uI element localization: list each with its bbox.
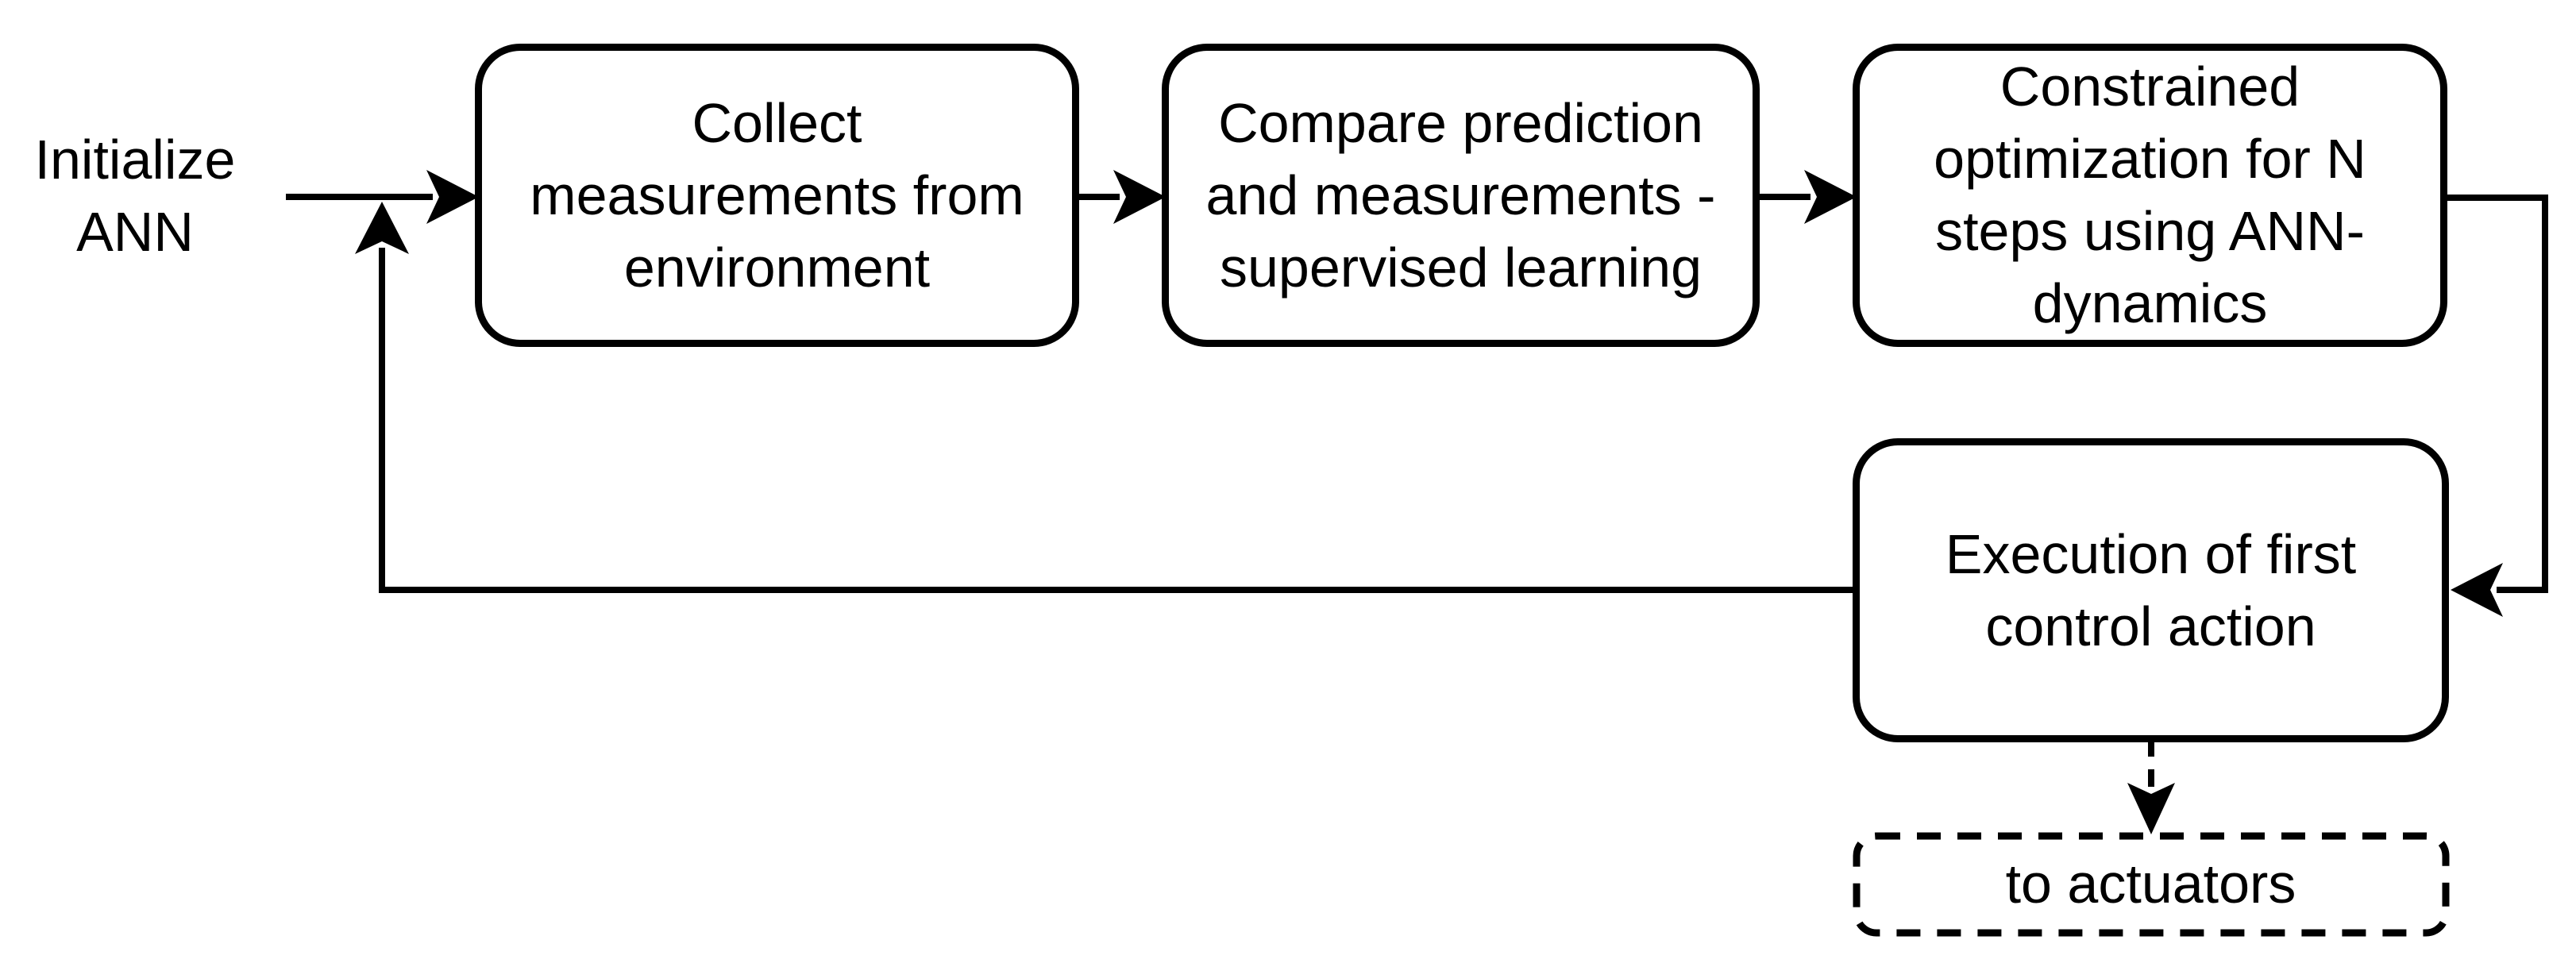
arrowhead-right-icon xyxy=(1804,170,1857,224)
arrow-collect-to-compare xyxy=(1076,170,1166,224)
node-compare-prediction: Compare prediction and measurements - su… xyxy=(1162,44,1760,347)
arrowhead-up-icon xyxy=(355,202,409,254)
node-execution-control-action: Execution of first control action xyxy=(1853,438,2449,742)
node-constrained-optimization: Constrained optimization for N steps usi… xyxy=(1853,44,2447,347)
arrowhead-down-icon xyxy=(2127,783,2175,834)
arrowhead-right-icon xyxy=(1113,170,1166,224)
arrow-optimize-to-execute xyxy=(2444,195,2548,617)
arrowhead-left-icon xyxy=(2451,563,2503,617)
arrow-init-to-collect xyxy=(286,170,479,224)
arrow-execute-to-actuators xyxy=(2127,739,2175,834)
arrow-compare-to-optimize xyxy=(1757,170,1857,224)
label-initialize-ann: Initialize ANN xyxy=(34,129,236,263)
node-to-actuators-border xyxy=(1853,832,2450,937)
arrow-execute-feedback-loop xyxy=(355,202,1857,593)
arrowhead-right-icon xyxy=(426,170,479,224)
node-to-actuators-label: to actuators xyxy=(2005,853,2296,915)
node-collect-measurements: Collect measurements from environment xyxy=(475,44,1079,347)
